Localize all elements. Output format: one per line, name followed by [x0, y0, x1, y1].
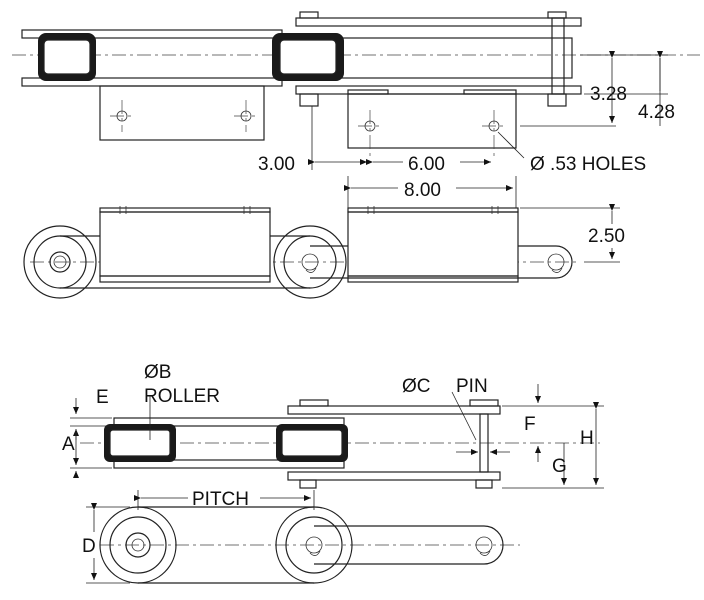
dim-height-outer: 4.28 — [638, 102, 675, 123]
hole-callout: Ø .53 HOLES — [530, 154, 646, 175]
generic-side-view — [86, 490, 520, 584]
dim-offset: 3.00 — [258, 154, 295, 175]
dim-hole-spacing: 6.00 — [408, 154, 445, 175]
label-h: H — [580, 428, 594, 449]
label-e: E — [96, 387, 109, 408]
label-pin-dia: ØC — [402, 376, 431, 397]
label-pitch: PITCH — [192, 489, 249, 510]
side-elevation-view — [23, 204, 620, 299]
label-a: A — [62, 434, 75, 455]
dim-attachment-length: 8.00 — [404, 180, 441, 201]
label-f: F — [524, 414, 536, 435]
label-pin: PIN — [456, 376, 488, 397]
dim-height-inner: 3.28 — [590, 84, 627, 105]
dim-attachment-height: 2.50 — [588, 226, 625, 247]
label-g: G — [552, 456, 567, 477]
label-roller: ROLLER — [144, 386, 220, 407]
top-plan-view — [12, 11, 700, 208]
label-d: D — [82, 536, 96, 557]
label-roller-dia: ØB — [144, 362, 171, 383]
generic-plan-view — [70, 384, 604, 489]
